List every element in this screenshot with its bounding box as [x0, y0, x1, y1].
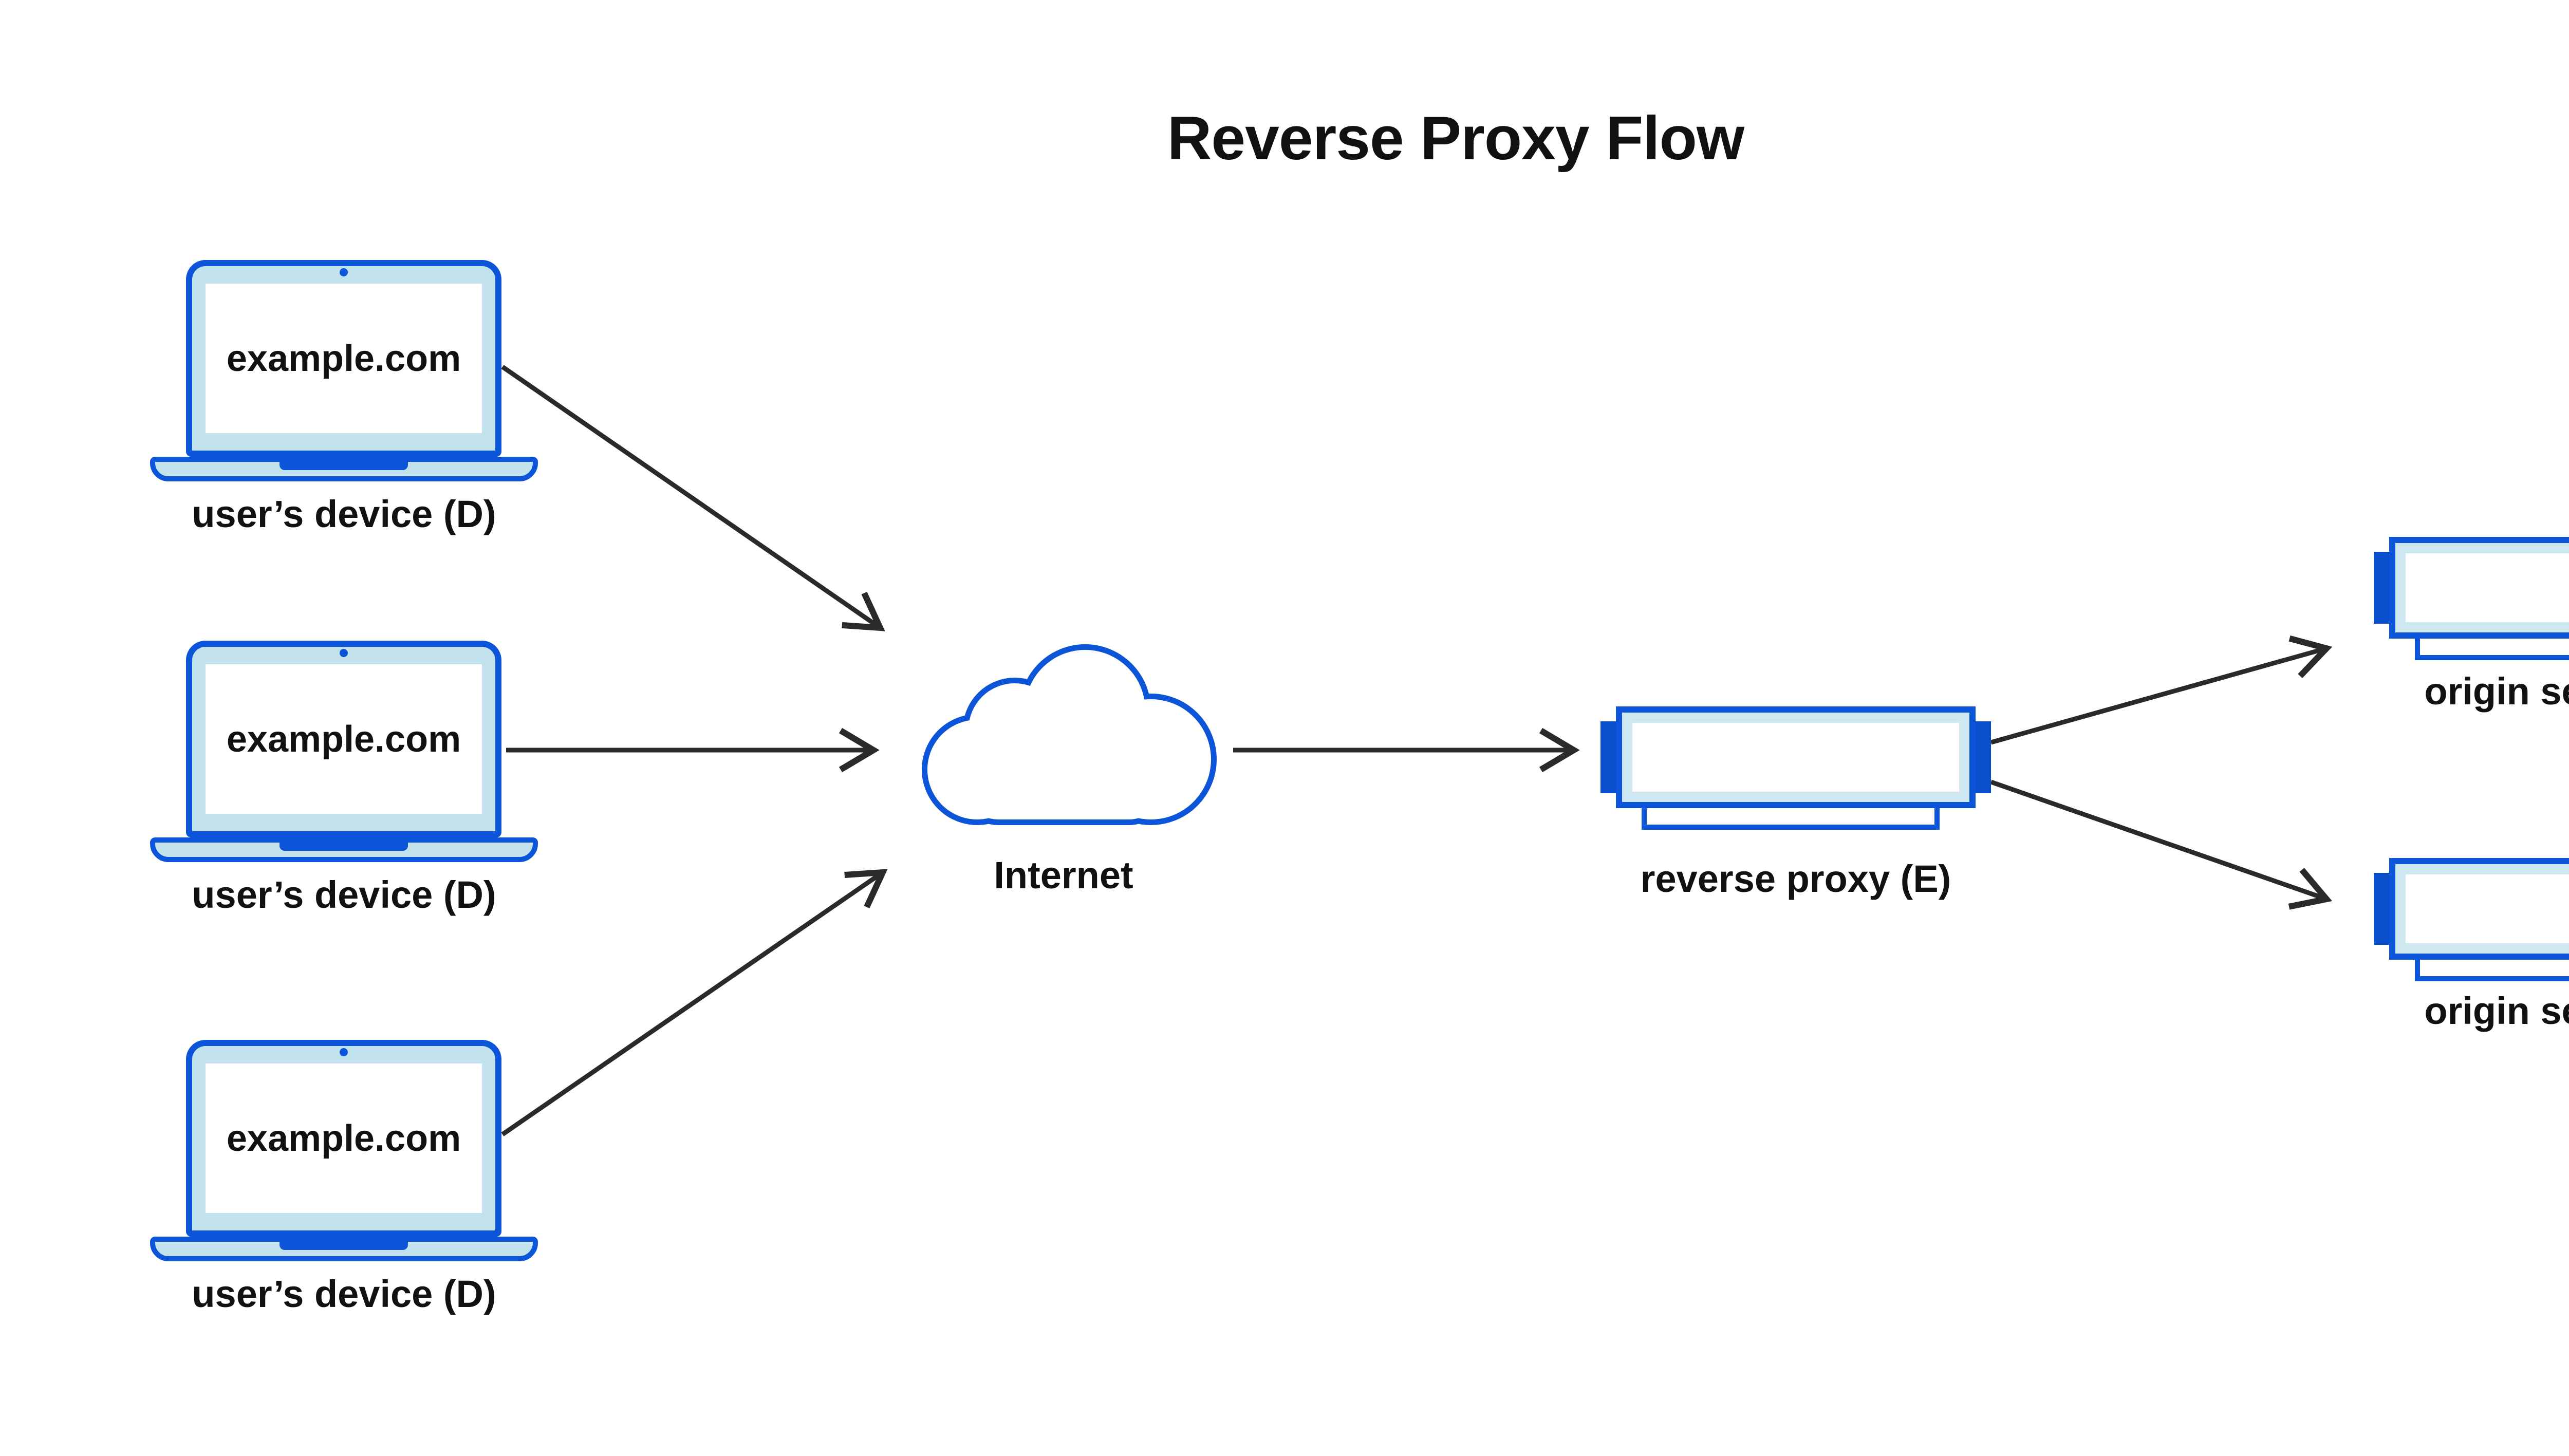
- laptop-screen: example.com: [206, 664, 482, 814]
- camera-dot-icon: [340, 649, 348, 657]
- device-label: user’s device (D): [192, 1273, 496, 1315]
- reverse-proxy-label: reverse proxy (E): [1640, 857, 1951, 900]
- reverse-proxy-group: [1600, 706, 1991, 840]
- device-label: user’s device (D): [192, 873, 496, 916]
- server-icon: [1616, 706, 1976, 808]
- origin-server-2-label: origin server (F): [2424, 990, 2569, 1032]
- arrow-device1-to-internet: [501, 365, 885, 631]
- laptop-screen: example.com: [206, 284, 482, 433]
- device-screen-text: example.com: [226, 338, 461, 379]
- laptop-hinge-notch: [280, 1241, 408, 1250]
- server-faceplate: [2406, 874, 2569, 943]
- device-screen-text: example.com: [226, 1117, 461, 1159]
- user-device-1-group: example.com user’s device (D): [150, 260, 538, 578]
- cloud-icon: [927, 650, 1211, 819]
- device-screen-text: example.com: [226, 718, 461, 760]
- user-device-3-group: example.com user’s device (D): [150, 1040, 538, 1358]
- origin-server-1-label: origin server (F): [2424, 670, 2569, 713]
- camera-dot-icon: [340, 1048, 348, 1056]
- server-faceplate: [2406, 553, 2569, 622]
- arrow-proxy-to-origin1: [1990, 635, 2333, 745]
- laptop-hinge-notch: [280, 461, 408, 470]
- server-icon: [2389, 858, 2569, 960]
- user-device-2-group: example.com user’s device (D): [150, 641, 538, 959]
- origin-server-2-group: [2374, 858, 2569, 992]
- arrow-device3-to-internet: [501, 869, 888, 1136]
- server-icon: [2389, 537, 2569, 639]
- laptop-hinge-notch: [280, 842, 408, 851]
- laptop-base: [150, 1237, 538, 1261]
- server-faceplate: [1632, 723, 1959, 792]
- diagram-title: Reverse Proxy Flow: [1167, 104, 1745, 173]
- device-label: user’s device (D): [192, 493, 496, 535]
- laptop-screen: example.com: [206, 1063, 482, 1213]
- camera-dot-icon: [340, 268, 348, 276]
- internet-label: Internet: [994, 854, 1133, 897]
- origin-server-1-group: [2374, 537, 2569, 670]
- arrow-proxy-to-origin2: [1990, 779, 2333, 910]
